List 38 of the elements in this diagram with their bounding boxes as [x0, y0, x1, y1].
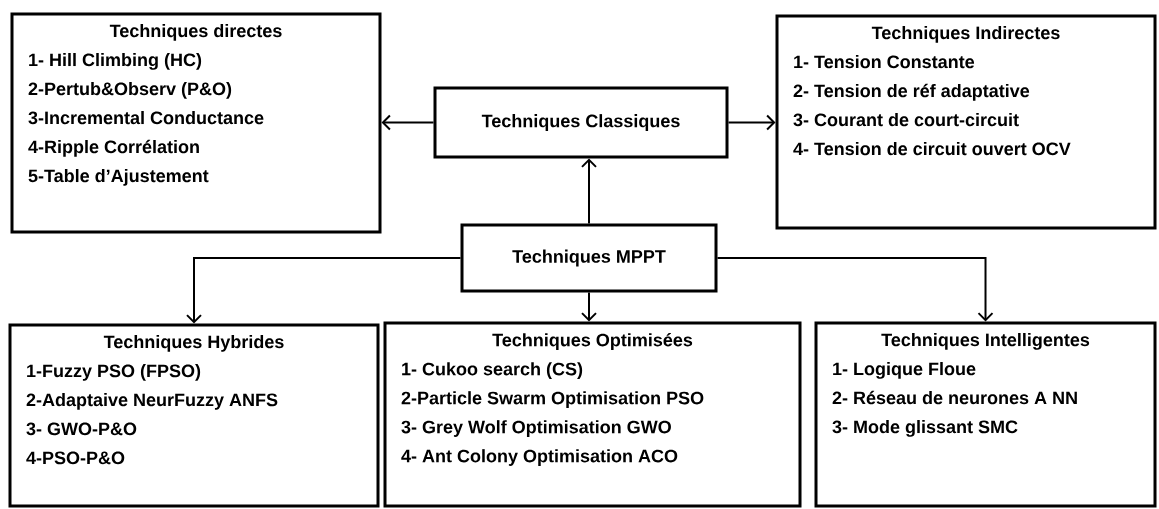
list-item: 2- Tension de réf adaptative	[793, 83, 1030, 101]
list-item: 4- Ant Colony Optimisation ACO	[401, 449, 678, 466]
list-item: 1- Cukoo search (CS)	[402, 362, 583, 379]
list-item: 4- Tension de circuit ouvert OCV	[793, 142, 1071, 156]
list-item: 2-Particle Swarm Optimisation PSO	[401, 391, 704, 408]
list-item: 3- Grey Wolf Optimisation GWO	[401, 420, 671, 437]
category-box: Techniques Classiques	[433, 86, 729, 159]
list-item: 1- Tension Constante	[794, 55, 975, 69]
list-item: 1-Fuzzy PSO (FPSO)	[27, 364, 201, 381]
list-item: 1- Hill Climbing (HC)	[29, 53, 202, 70]
list-item: 4-Ripple Corrélation	[28, 139, 199, 157]
list-item: 2-Pertub&Observ (P&O)	[28, 82, 232, 99]
list-item: 3- GWO-P&O	[26, 422, 137, 436]
list-item: 3- Courant de court-circuit	[793, 113, 1019, 127]
heading: Techniques Hybrides	[103, 335, 284, 352]
list-item: 3- Mode glissant SMC	[832, 420, 1018, 437]
arrow	[186, 257, 462, 324]
list-item: 1- Logique Floue	[833, 362, 976, 379]
arrow	[381, 114, 435, 131]
heading: Techniques directes	[109, 24, 282, 41]
heading: Techniques Optimisées	[492, 333, 693, 350]
list-item: 4-PSO-P&O	[26, 451, 125, 465]
arrow	[716, 257, 994, 322]
heading: Techniques Indirectes	[871, 26, 1060, 43]
list-item: 3-Incremental Conductance	[28, 111, 264, 125]
arrow	[727, 114, 776, 131]
list-item: 5-Table d’Ajustement	[28, 169, 209, 186]
technique-box	[383, 321, 802, 508]
technique-box	[775, 14, 1157, 230]
list-item: 2- Réseau de neurones A NN	[832, 390, 1077, 405]
technique-box	[8, 323, 380, 508]
category-box: Techniques MPPT	[460, 223, 718, 293]
heading: Techniques Intelligentes	[881, 333, 1090, 350]
arrow	[581, 291, 597, 322]
technique-box	[814, 321, 1157, 508]
technique-box	[10, 12, 382, 234]
list-item: 2-Adaptaive NeurFuzzy ANFS	[26, 393, 278, 410]
arrow	[581, 158, 597, 225]
